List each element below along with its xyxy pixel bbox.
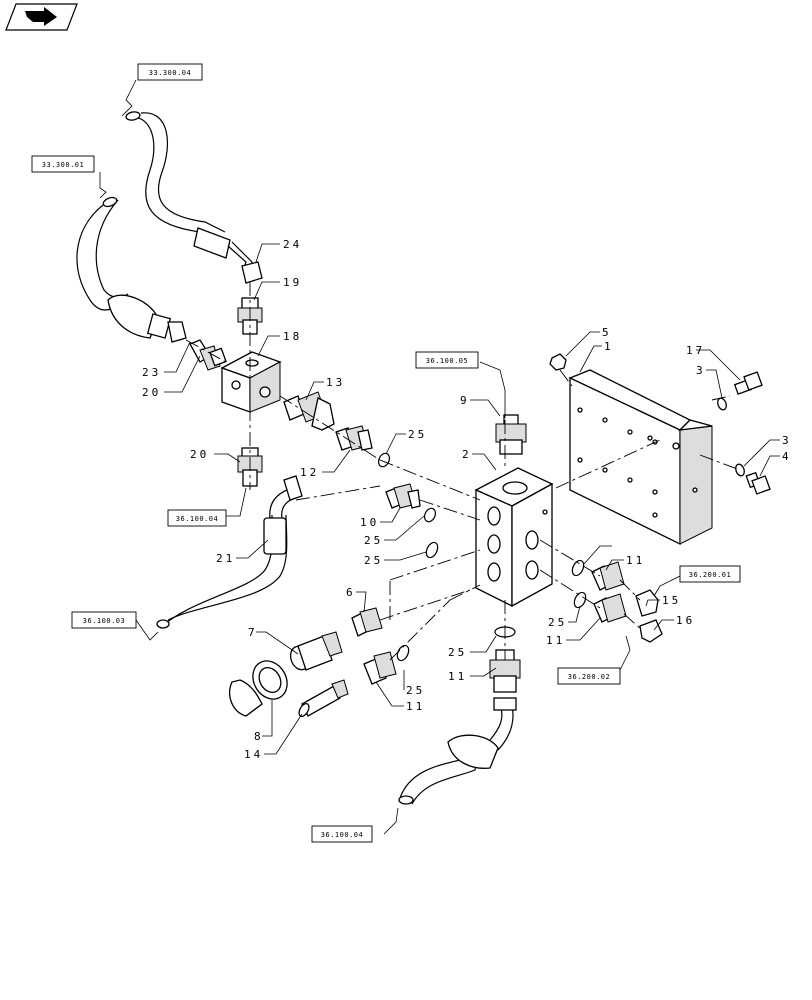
reference-label: 36.200.02 (568, 673, 610, 681)
callout-25-c: 25 (364, 554, 383, 567)
callout-24: 24 (283, 238, 302, 251)
reference-box-33-300-01[interactable]: 33.300.01 (31, 155, 95, 173)
reference-box-36-200-01[interactable]: 36.200.01 (679, 565, 741, 583)
reference-label: 36.100.04 (176, 515, 218, 523)
manifold-block-2 (474, 467, 554, 608)
fitting-11-bottom (489, 649, 521, 693)
hose-21 (156, 475, 303, 629)
callout-11-right-b: 11 (546, 634, 565, 647)
callout-4: 4 (782, 450, 792, 463)
coupler-14 (298, 679, 349, 718)
callout-6: 6 (346, 586, 356, 599)
callout-20-upper: 20 (142, 386, 161, 399)
reference-box-36-100-03[interactable]: 36.100.03 (71, 611, 137, 629)
bolt-4 (745, 471, 771, 495)
tee-block-18 (220, 351, 282, 413)
hose-lower (398, 697, 517, 805)
callout-3-lower: 3 (782, 434, 792, 447)
callout-12: 12 (300, 466, 319, 479)
callout-14: 14 (244, 748, 263, 761)
washer-3-lower (735, 463, 745, 477)
callout-11-lower-left: 11 (406, 700, 425, 713)
reference-box-36-100-04-b[interactable]: 36.100.04 (311, 825, 373, 843)
callout-15: 15 (662, 594, 681, 607)
fitting-9 (495, 414, 527, 455)
callout-25-b: 25 (364, 534, 383, 547)
callout-18: 18 (283, 330, 302, 343)
callout-10: 10 (360, 516, 379, 529)
fitting-20-upper (189, 339, 227, 371)
reference-label: 36.100.04 (321, 831, 363, 839)
fitting-11-right-a (591, 561, 625, 591)
fitting-6 (351, 607, 383, 637)
callout-numbers: 24 19 18 23 20 13 20 12 25 10 25 25 21 9… (142, 238, 792, 761)
fitting-11-lower-left (363, 651, 397, 685)
callout-11-right-a: 11 (626, 554, 645, 567)
bracket-plate-1 (568, 369, 713, 546)
fitting-12 (335, 425, 373, 451)
centre-lines (185, 282, 741, 661)
reference-label: 36.200.01 (689, 571, 731, 579)
callout-21: 21 (216, 552, 235, 565)
reference-box-36-200-02[interactable]: 36.200.02 (557, 667, 621, 685)
reference-box-36-100-04-a[interactable]: 36.100.04 (167, 509, 227, 527)
dust-cap-8 (229, 660, 288, 717)
fitting-11-right-b (593, 593, 627, 623)
callout-11-bottom: 11 (448, 670, 467, 683)
callout-1: 1 (604, 340, 614, 353)
nut-5 (549, 353, 567, 371)
bolt-17 (733, 371, 763, 395)
callout-9: 9 (460, 394, 470, 407)
elbow-16 (639, 619, 663, 643)
reference-box-33-300-04[interactable]: 33.300.04 (137, 63, 203, 81)
callout-13: 13 (326, 376, 345, 389)
callout-20-lower: 20 (190, 448, 209, 461)
callout-7: 7 (248, 626, 258, 639)
callout-25-a: 25 (408, 428, 427, 441)
hose-left (76, 196, 187, 343)
callout-25-d: 25 (448, 646, 467, 659)
callout-25-f: 25 (548, 616, 567, 629)
reference-leaders (99, 79, 681, 835)
callout-8: 8 (254, 730, 264, 743)
reference-label: 33.300.01 (42, 161, 84, 169)
callout-16: 16 (676, 614, 695, 627)
callout-25-e: 25 (406, 684, 425, 697)
fitting-13 (283, 391, 335, 431)
callout-23: 23 (142, 366, 161, 379)
arrow-right-icon[interactable] (5, 3, 78, 31)
callout-17: 17 (686, 344, 705, 357)
fitting-10 (385, 483, 421, 509)
reference-box-36-100-05[interactable]: 36.100.05 (415, 351, 479, 369)
callout-19: 19 (283, 276, 302, 289)
callout-3-upper: 3 (696, 364, 706, 377)
leader-lines (164, 243, 780, 755)
reference-label: 33.300.04 (149, 69, 191, 77)
coupler-7 (289, 631, 343, 671)
callout-5: 5 (602, 326, 612, 339)
callout-2: 2 (462, 448, 472, 461)
hose-upper (125, 111, 263, 284)
reference-label: 36.100.03 (83, 617, 125, 625)
reference-label: 36.100.05 (426, 357, 468, 365)
